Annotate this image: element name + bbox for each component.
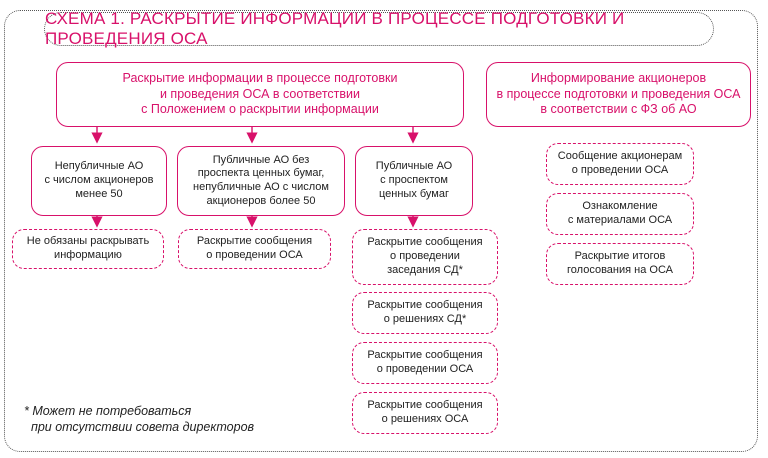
- result-box-col2: Раскрытие сообщения о проведении ОСА: [178, 229, 331, 269]
- category-box-3: Публичные АО с проспектом ценных бумаг: [355, 146, 473, 216]
- diagram-frame: [4, 10, 758, 452]
- result-text-col3-3: Раскрытие сообщения о проведении ОСА: [367, 349, 483, 375]
- right-item-text-2: Ознакомление с материалами ОСА: [567, 200, 673, 226]
- title-box: СХЕМА 1. РАСКРЫТИЕ ИНФОРМАЦИИ В ПРОЦЕССЕ…: [44, 9, 714, 48]
- footnote: * Может не потребоваться при отсутствии …: [24, 404, 255, 435]
- right-item-box-2: Ознакомление с материалами ОСА: [546, 193, 694, 235]
- left-header-box: Раскрытие информации в процессе подготов…: [56, 62, 464, 127]
- category-box-2: Публичные АО без проспекта ценных бумаг,…: [177, 146, 345, 216]
- left-header-text: Раскрытие информации в процессе подготов…: [122, 71, 398, 117]
- category-text-1: Непубличные АО с числом акционеров менее…: [44, 160, 154, 200]
- result-box-col3-4: Раскрытие сообщения о решениях ОСА: [352, 392, 498, 434]
- category-text-2: Публичные АО без проспекта ценных бумаг,…: [193, 153, 329, 207]
- category-text-3: Публичные АО с проспектом ценных бумаг: [375, 160, 453, 200]
- right-item-box-3: Раскрытие итогов голосования на ОСА: [546, 243, 694, 285]
- result-box-col3-1: Раскрытие сообщения о проведении заседан…: [352, 229, 498, 285]
- result-text-col1: Не обязаны раскрывать информацию: [26, 235, 150, 261]
- result-text-col3-4: Раскрытие сообщения о решениях ОСА: [367, 399, 483, 425]
- right-item-text-3: Раскрытие итогов голосования на ОСА: [567, 250, 673, 276]
- category-box-1: Непубличные АО с числом акционеров менее…: [31, 146, 167, 216]
- result-box-col3-2: Раскрытие сообщения о решениях СД*: [352, 292, 498, 334]
- right-item-box-1: Сообщение акционерам о проведении ОСА: [546, 143, 694, 185]
- diagram-title: СХЕМА 1. РАСКРЫТИЕ ИНФОРМАЦИИ В ПРОЦЕССЕ…: [45, 9, 625, 48]
- right-item-text-1: Сообщение акционерам о проведении ОСА: [557, 150, 683, 176]
- result-text-col3-2: Раскрытие сообщения о решениях СД*: [367, 299, 483, 325]
- right-header-text: Информирование акционеров в процессе под…: [496, 71, 741, 117]
- result-text-col3-1: Раскрытие сообщения о проведении заседан…: [367, 236, 483, 276]
- result-box-col3-3: Раскрытие сообщения о проведении ОСА: [352, 342, 498, 384]
- result-text-col2: Раскрытие сообщения о проведении ОСА: [196, 235, 313, 261]
- right-header-box: Информирование акционеров в процессе под…: [486, 62, 751, 127]
- result-box-col1: Не обязаны раскрывать информацию: [12, 229, 164, 269]
